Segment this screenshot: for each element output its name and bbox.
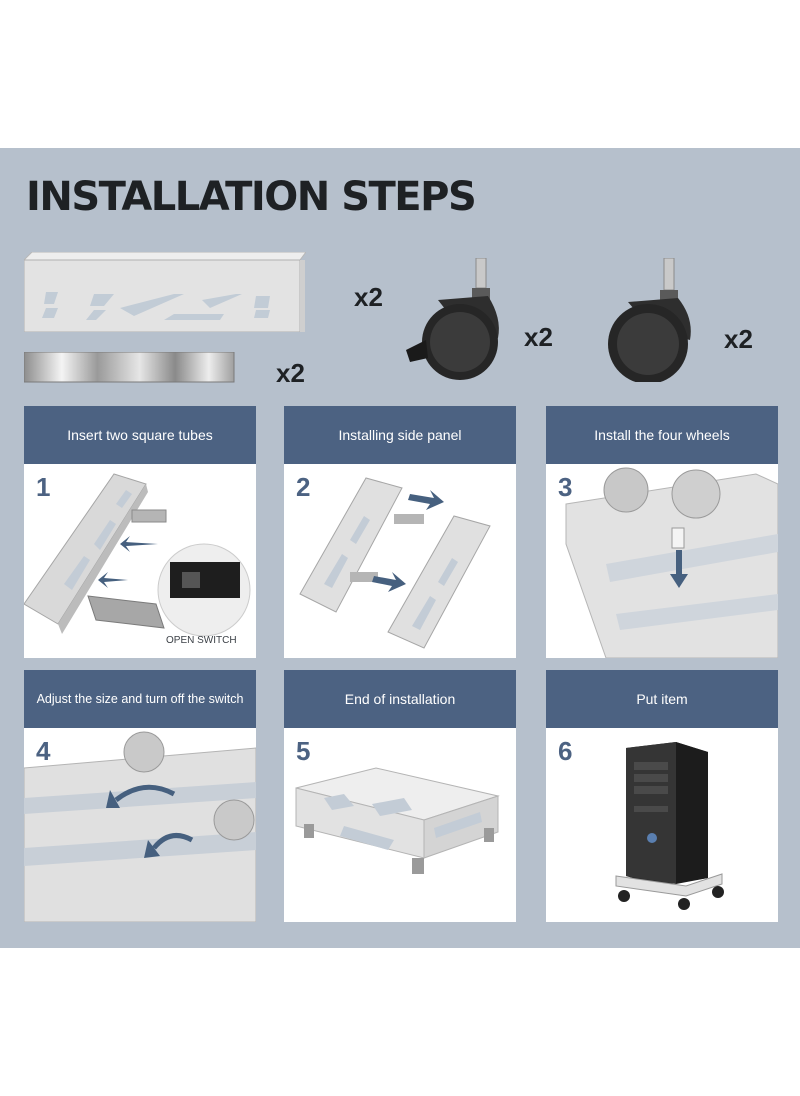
step-card-1: Insert two square tubes 1 OPEN SWITCH [24,406,256,658]
step-title: Insert two square tubes [67,427,213,443]
step-2-illustration [299,477,491,649]
step-title: Put item [636,691,688,707]
step-title: Installing side panel [338,427,462,443]
step-5-illustration [295,767,500,874]
step-4-illustration [24,731,256,922]
step-header: End of installation [284,670,516,728]
step-6-illustration [615,742,724,910]
step-number: 4 [36,736,51,766]
wheel-image [406,258,499,380]
step-number: 3 [558,472,573,502]
side-panel-quantity: x2 [354,282,383,312]
step-3-illustration [565,467,778,658]
step-title: End of installation [344,691,456,707]
step-card-4: Adjust the size and turn off the switch … [24,670,256,922]
step-card-6: Put item 6 [546,670,778,922]
step-number: 2 [296,472,311,502]
step-header: Installing side panel [284,406,516,464]
step-header: Adjust the size and turn off the switch [24,670,256,728]
step-1-illustration [24,473,251,637]
step-number: 6 [558,736,573,766]
step-title: Install the four wheels [594,427,730,443]
square-tube-quantity: x2 [276,358,305,388]
step-card-5: End of installation 5 [284,670,516,922]
page-title: INSTALLATION STEPS [26,174,477,220]
step-number: 5 [296,736,311,766]
side-panel-image [24,252,306,332]
step-card-3: Install the four wheels 3 [546,406,778,658]
step-header: Put item [546,670,778,728]
square-tube-image [24,352,235,383]
step-card-2: Installing side panel 2 [284,406,516,658]
installation-infographic: INSTALLATION STEPS x2 x2 [0,148,800,948]
step-title: Adjust the size and turn off the switch [36,692,244,706]
wheel-quantity: x2 [724,324,753,354]
wheel-image [608,258,691,382]
wheel-quantity: x2 [524,322,553,352]
step-header: Insert two square tubes [24,406,256,464]
step-header: Install the four wheels [546,406,778,464]
step-number: 1 [36,472,51,502]
open-switch-label: OPEN SWITCH [166,635,237,646]
